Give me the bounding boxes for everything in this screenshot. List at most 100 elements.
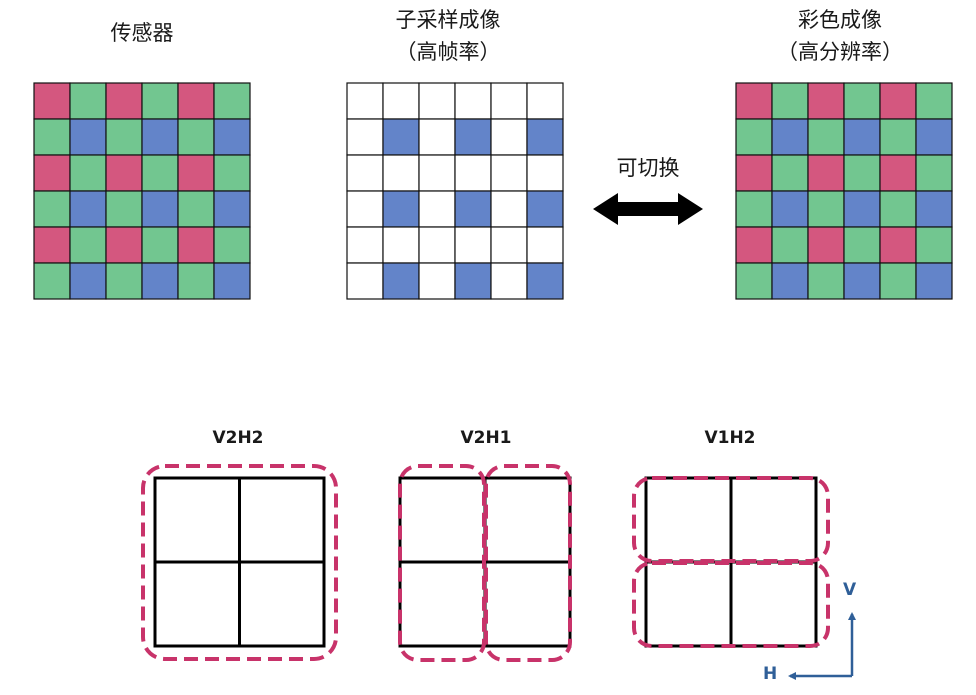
grid-cell	[33, 118, 71, 156]
grid-cell	[454, 190, 492, 228]
grid-cell	[177, 262, 215, 300]
axis-indicator	[788, 612, 856, 680]
grid-cell	[807, 226, 845, 264]
grid-cell	[879, 82, 917, 120]
grid-cell	[105, 118, 143, 156]
grid-cell	[346, 118, 384, 156]
grid-cell	[177, 154, 215, 192]
grid-cell	[771, 262, 809, 300]
binning-outline-left	[398, 464, 486, 662]
grid-cell	[771, 190, 809, 228]
double-arrow-icon	[593, 193, 703, 225]
grid-cell	[454, 226, 492, 264]
grid-cell	[141, 190, 179, 228]
grid-cell	[418, 154, 456, 192]
grid-cell	[915, 118, 953, 156]
grid-cell	[33, 190, 71, 228]
switch-label: 可切换	[616, 156, 680, 180]
mode-label-v2h2: V2H2	[212, 428, 264, 448]
grid-cell	[879, 190, 917, 228]
grid-cell	[33, 82, 71, 120]
grid-cell	[843, 226, 881, 264]
grid-cell	[526, 118, 564, 156]
grid-cell	[735, 154, 773, 192]
axis-label-h: H	[763, 664, 778, 684]
grid-cell	[807, 154, 845, 192]
grid-cell	[141, 118, 179, 156]
grid-cell	[69, 154, 107, 192]
grid-cell	[843, 190, 881, 228]
binning-outline-bottom	[632, 561, 830, 648]
grid-cell	[771, 154, 809, 192]
grid-cell	[454, 154, 492, 192]
subsampled-title: 子采样成像	[395, 8, 501, 32]
grid-cell	[382, 226, 420, 264]
grid-cell	[490, 118, 528, 156]
axis-label-v: V	[843, 580, 857, 600]
grid-cell	[490, 190, 528, 228]
grid-cell	[69, 226, 107, 264]
mode-v1h2	[632, 476, 830, 648]
grid-cell	[915, 82, 953, 120]
grid-cell	[879, 262, 917, 300]
grid-cell	[382, 190, 420, 228]
grid-cell	[213, 226, 251, 264]
grid-cell	[879, 226, 917, 264]
grid-cell	[915, 190, 953, 228]
grid-cell	[141, 154, 179, 192]
grid-cell	[346, 226, 384, 264]
grid-cell	[346, 190, 384, 228]
grid-cell	[490, 82, 528, 120]
grid-cell	[33, 226, 71, 264]
grid-cell	[69, 118, 107, 156]
binning-outline-top	[632, 476, 830, 563]
grid-cell	[213, 190, 251, 228]
grid-cell	[418, 118, 456, 156]
grid-cell	[526, 226, 564, 264]
mode-v2h2	[141, 464, 338, 661]
grid-cell	[735, 118, 773, 156]
grid-cell	[735, 262, 773, 300]
grid-cell	[346, 262, 384, 300]
mode-label-v2h1: V2H1	[460, 428, 512, 448]
grid-cell	[807, 82, 845, 120]
grid-cell	[915, 154, 953, 192]
grid-cell	[807, 190, 845, 228]
grid-cell	[735, 82, 773, 120]
grid-cell	[346, 154, 384, 192]
grid-cell	[418, 82, 456, 120]
binning-outline	[141, 464, 338, 661]
grid-cell	[213, 262, 251, 300]
grid-cell	[69, 262, 107, 300]
grid-cell	[177, 118, 215, 156]
grid-cell	[105, 226, 143, 264]
grid-cell	[915, 226, 953, 264]
color-subtitle: （高分辨率）	[777, 40, 903, 64]
binning-outline-right	[484, 464, 572, 662]
grid-cell	[382, 82, 420, 120]
grid-cell	[454, 82, 492, 120]
grid-cell	[843, 154, 881, 192]
grid-cell	[915, 262, 953, 300]
grid-cell	[454, 262, 492, 300]
grid-cell	[771, 82, 809, 120]
grid-cell	[879, 154, 917, 192]
grid-cell	[105, 154, 143, 192]
grid-cell	[879, 118, 917, 156]
grid-cell	[418, 226, 456, 264]
grid-cell	[105, 82, 143, 120]
grid-cell	[807, 118, 845, 156]
grid-cell	[105, 262, 143, 300]
subsampled-grid	[346, 82, 564, 300]
grid-cell	[490, 262, 528, 300]
grid-cell	[141, 82, 179, 120]
sensor-grid	[33, 82, 251, 300]
grid-cell	[213, 154, 251, 192]
grid-cell	[454, 118, 492, 156]
grid-cell	[735, 226, 773, 264]
grid-cell	[526, 262, 564, 300]
grid-cell	[843, 82, 881, 120]
grid-cell	[807, 262, 845, 300]
grid-cell	[213, 118, 251, 156]
color-image-grid	[735, 82, 953, 300]
